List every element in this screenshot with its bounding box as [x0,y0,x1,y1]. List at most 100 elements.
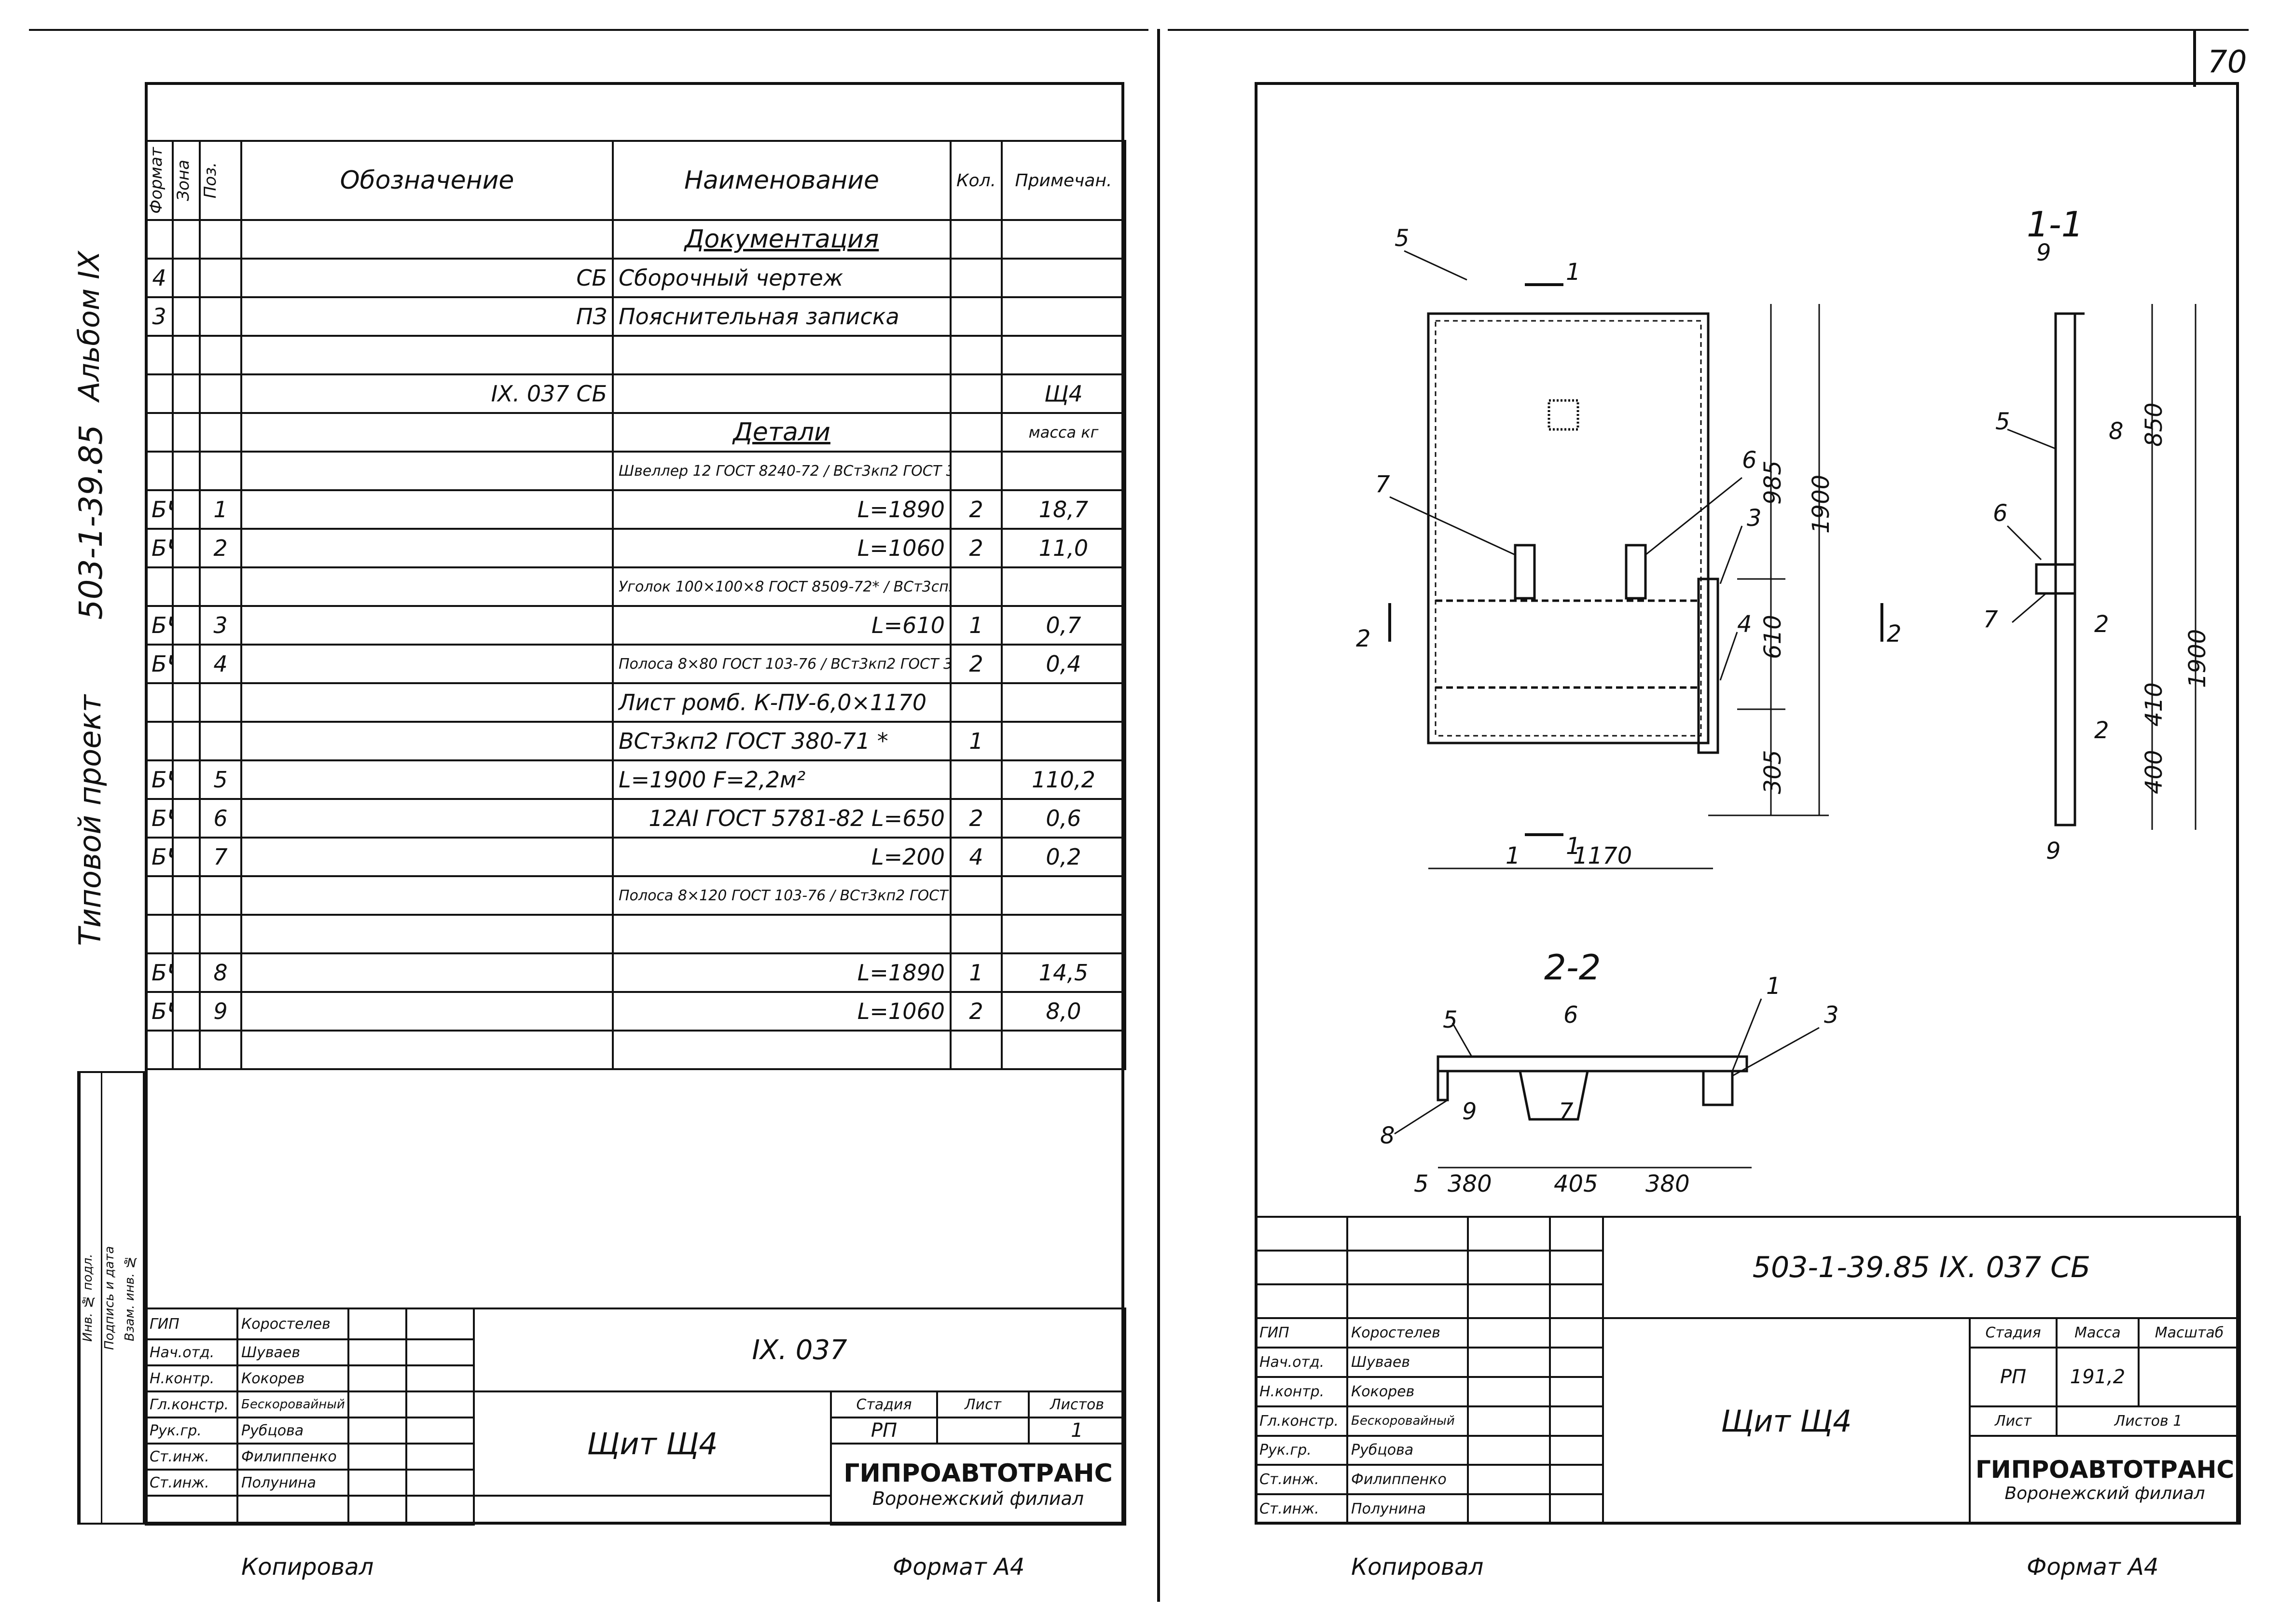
tb-r-sign-5 [1467,1464,1551,1496]
tb-l-name-4: Рубцова [236,1417,349,1445]
dim-label-410: 410 [2141,682,2168,727]
spec-cell-designation [240,682,614,723]
pos-9b: 9 [2046,838,2061,865]
tb-l-name-2: Кокорев [236,1364,349,1392]
spec-cell-format [145,875,174,916]
tb-l-sheet [936,1417,1030,1445]
spec-cell-designation [240,837,614,877]
spec-cell-qty: 1 [950,721,1003,761]
spec-cell-qty: 1 [950,952,1003,993]
tb-l-role-5: Ст.инж. [145,1443,238,1471]
tb-r-date-1 [1549,1347,1604,1378]
r-blank-a2 [1346,1215,1469,1252]
tb-l-date-0 [405,1307,475,1340]
spec-cell-zone [172,759,201,800]
spec-cell-pos [199,451,242,491]
spec-cell-name: L=1060 [612,528,952,568]
spec-cell-pos: 7 [199,837,242,877]
spec-cell-qty: 1 [950,605,1003,646]
spec-cell-qty [950,451,1003,491]
tb-r-name-5: Филиппенко [1346,1464,1469,1496]
pos-1: 1 [1766,973,1781,1000]
spec-cell-note [1001,721,1126,761]
tb-r-doc-code: 503-1-39.85 IX. 037 СБ [1602,1215,2241,1320]
top-rule-left [29,29,1148,31]
spec-cell-pos: 4 [199,644,242,684]
r-blank-c2 [1346,1283,1469,1320]
spec-cell-pos: 3 [199,605,242,646]
spec-cell-name: Швеллер 12 ГОСТ 8240-72 / ВСт3кп2 ГОСТ 3… [612,451,952,491]
spec-cell-note: 18,7 [1001,489,1126,530]
dim-label-380a: 380 [1448,1170,1492,1197]
spec-cell-designation [240,721,614,761]
album-label: Альбом IX [72,251,106,401]
leader-6 [1645,477,1742,556]
tb-l-name-5: Филиппенко [236,1443,349,1471]
spec-cell-designation [240,451,614,491]
left-copied-by: Копировал [241,1554,374,1581]
pos-7: 7 [1375,471,1390,498]
sec11-leader-7 [2012,592,2046,623]
spec-cell-name: Полоса 8×80 ГОСТ 103-76 / ВСт3кп2 ГОСТ 3… [612,644,952,684]
spec-cell-name: Пояснительная записка [612,296,952,337]
spec-cell-designation [240,1030,614,1070]
dim-label-985: 985 [1759,460,1786,505]
tb-l-sign-2 [347,1364,407,1392]
spec-cell-zone [172,566,201,607]
top-rule-right [1168,29,2249,31]
tb-r-scale [2138,1347,2241,1407]
sec22-leader-1 [1731,998,1762,1072]
label-cut-2a: 2 [1356,625,1371,652]
tb-l-name-3: Бескоровайный [236,1390,349,1418]
spec-cell-zone [172,837,201,877]
leader-4 [1719,632,1738,681]
spec-cell-qty [950,258,1003,298]
spec-cell-note [1001,296,1126,337]
tb-r-sheet-label: Лист [1969,1405,2058,1437]
spec-cell-qty [950,875,1003,916]
spec-cell-qty [950,914,1003,954]
r-blank-a4 [1549,1215,1604,1252]
spec-cell-note [1001,258,1126,298]
spec-cell-pos [199,1030,242,1070]
dim-label-5: 5 [1414,1170,1429,1197]
spec-cell-zone [172,682,201,723]
tb-r-date-6 [1549,1493,1604,1525]
spec-cell-name: L=1060 [612,991,952,1032]
spec-cell-qty [950,373,1003,414]
spec-cell-note: 0,7 [1001,605,1126,646]
spec-cell-note: 11,0 [1001,528,1126,568]
spec-cell-designation [240,528,614,568]
left-title-block: ГИП Коростелев IX. 037 Нач.отд. Шуваев Н… [145,1307,1126,1526]
spec-cell-note: Щ4 [1001,373,1126,414]
tb-r-scale-label: Масштаб [2138,1317,2241,1349]
section-2-2 [1394,998,1820,1169]
tb-l-empty-a [145,1495,238,1526]
pos-4: 4 [1737,611,1752,638]
spec-cell-note: 0,2 [1001,837,1126,877]
r-blank-c3 [1467,1283,1551,1320]
hdr-designation: Обозначение [240,140,614,221]
pos-6b: 6 [1993,500,2008,527]
plan-angle [1697,578,1719,754]
spec-cell-format [145,335,174,375]
tb-r-role-4: Рук.гр. [1255,1434,1348,1466]
spec-row: БЧ4Полоса 8×80 ГОСТ 103-76 / ВСт3кп2 ГОС… [145,644,1126,684]
r-blank-a3 [1467,1215,1551,1252]
spec-cell-note: 8,0 [1001,991,1126,1032]
tb-r-role-2: Н.контр. [1255,1376,1348,1407]
spec-cell-format: БЧ [145,528,174,568]
spec-cell-qty [950,412,1003,453]
spec-cell-zone [172,412,201,453]
spec-cell-name [612,373,952,414]
right-copied-by: Копировал [1351,1554,1484,1581]
tb-r-role-0: ГИП [1255,1317,1348,1349]
sec22-plate [1437,1055,1748,1073]
spec-table: Формат Зона Поз. Обозначение Наименовани… [145,140,1126,1070]
tb-r-sign-1 [1467,1347,1551,1378]
spec-cell-name: Лист ромб. К-ПУ-6,0×1170 [612,682,952,723]
right-title-block: 503-1-39.85 IX. 037 СБ ГИП Коростелев Щи… [1255,1215,2241,1525]
tb-r-name-4: Рубцова [1346,1434,1469,1466]
dim-label-610: 610 [1759,615,1786,659]
